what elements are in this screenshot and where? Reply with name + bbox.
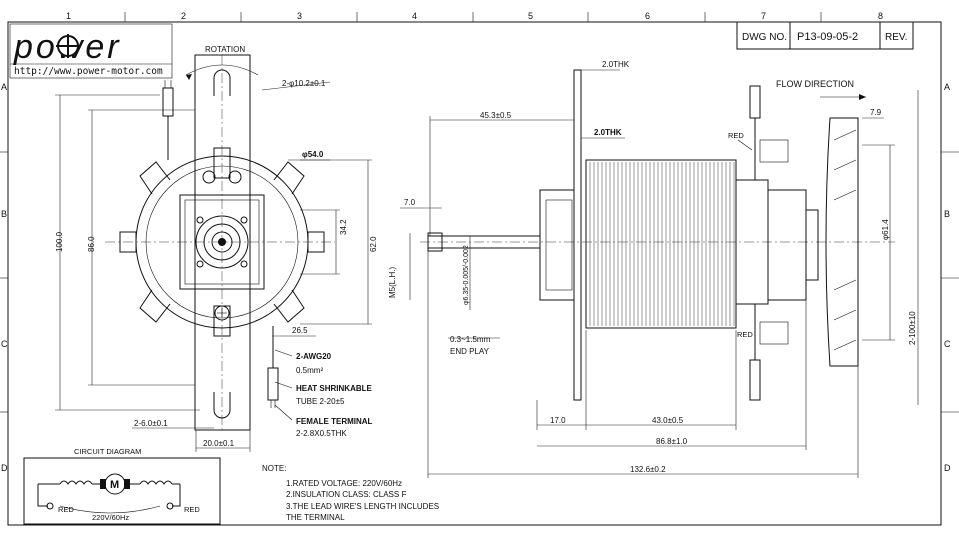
dim-dia61: φ61.4	[881, 219, 890, 240]
dim-132-6: 132.6±0.2	[630, 465, 666, 474]
row-label: D	[944, 463, 951, 473]
dim-dia54: φ54.0	[302, 150, 324, 159]
note-item: 2.INSULATION CLASS: CLASS F	[286, 490, 406, 499]
col-label: 7	[761, 11, 766, 21]
note-item: 1.RATED VOLTAGE: 220V/60Hz	[286, 479, 402, 488]
rotation-label: ROTATION	[205, 45, 245, 54]
coil-right-icon	[139, 480, 173, 485]
dim-slot: 2-6.0±0.1	[134, 419, 168, 428]
row-label: D	[1, 463, 8, 473]
motor-symbol: M	[110, 479, 119, 491]
lead-awg: 2-AWG20	[296, 352, 332, 361]
dim-43: 43.0±0.5	[652, 416, 684, 425]
col-label: 4	[412, 11, 417, 21]
row-label: B	[1, 209, 7, 219]
title-block: DWG NO. P13-09-05-2 REV.	[736, 21, 914, 50]
circuit-title: CIRCUIT DIAGRAM	[74, 447, 141, 456]
row-label: A	[1, 82, 7, 92]
col-label: 8	[878, 11, 883, 21]
circuit-voltage: 220V/60Hz	[92, 513, 129, 522]
fan-blade	[825, 117, 859, 367]
flow-direction-label: FLOW DIRECTION	[776, 79, 854, 89]
dim-86: 86.0	[87, 236, 96, 252]
female-terminal-1: FEMALE TERMINAL	[296, 417, 373, 426]
dim-100: 100.0	[55, 231, 64, 252]
dim-34-2: 34.2	[339, 219, 348, 235]
row-label: A	[944, 82, 950, 92]
dim-thk-top: 2.0THK	[602, 60, 630, 69]
dim-26-5: 26.5	[292, 326, 308, 335]
front-view: ROTATION	[55, 45, 378, 452]
dim-m5: M5(L.H.)	[388, 267, 397, 298]
row-label: C	[944, 339, 951, 349]
grid-row-labels: A B C D A B C D	[1, 82, 951, 473]
row-label: B	[944, 209, 950, 219]
note-label: NOTE:	[262, 464, 286, 473]
notes: NOTE: 1.RATED VOLTAGE: 220V/60Hz 2.INSUL…	[262, 464, 439, 522]
col-label: 5	[528, 11, 533, 21]
red-lead-top: RED	[728, 131, 744, 140]
heat-shrink-2: TUBE 2-20±5	[296, 397, 345, 406]
dim-62: 62.0	[369, 236, 378, 252]
dim-7-9: 7.9	[870, 108, 882, 117]
coil-left-icon	[59, 480, 93, 485]
dim-shaft: φ6.35-0.005/-0.002	[463, 245, 470, 305]
end-play-2: END PLAY	[450, 347, 490, 356]
dim-20: 20.0±0.1	[203, 439, 235, 448]
lead-area: 0.5mm²	[296, 366, 323, 375]
note-item: 3.THE LEAD WIRE'S LENGTH INCLUDES	[286, 502, 439, 511]
top-lead-wire	[162, 80, 174, 160]
circuit-red-right: RED	[184, 505, 200, 514]
row-label: C	[1, 339, 8, 349]
dim-45-3: 45.3±0.5	[480, 111, 512, 120]
col-label: 2	[181, 11, 186, 21]
female-terminal-2: 2-2.8X0.5THK	[296, 429, 347, 438]
red-lead-bottom: RED	[737, 330, 753, 339]
dim-17: 17.0	[550, 416, 566, 425]
dim-thk-2: 2.0THK	[594, 128, 622, 137]
stator-lobes	[119, 161, 325, 323]
heat-shrink-1: HEAT SHRINKABLE	[296, 384, 373, 393]
col-label: 1	[66, 11, 71, 21]
col-label: 6	[645, 11, 650, 21]
dim-86-8: 86.8±1.0	[656, 437, 688, 446]
note-item: THE TERMINAL	[286, 513, 345, 522]
dwg-no-label: DWG NO.	[742, 32, 787, 43]
logo-url: http://www.power-motor.com	[14, 66, 163, 77]
company-logo: power http://www.power-motor.com	[9, 23, 173, 79]
dwg-no-value: P13-09-05-2	[797, 31, 858, 43]
dim-holes: 2-φ10.2±0.1	[282, 79, 326, 88]
end-play-1: 0.3~1.5mm	[450, 335, 491, 344]
circuit-red-left: RED	[58, 505, 74, 514]
dim-7-0: 7.0	[404, 198, 416, 207]
dim-lead-length: 2-100±10	[908, 311, 917, 345]
bottom-lead-wire	[267, 326, 279, 408]
rev-label: REV.	[885, 32, 907, 43]
lamination-stack	[589, 162, 735, 326]
side-view: 2.0THK FLOW DIRECTION 45.3±0.5	[388, 60, 919, 478]
col-label: 3	[297, 11, 302, 21]
grid-column-labels: 1 2 3 4 5 6 7 8	[66, 11, 883, 21]
circuit-diagram: CIRCUIT DIAGRAM M RED RED 220V/60Hz	[23, 447, 221, 525]
